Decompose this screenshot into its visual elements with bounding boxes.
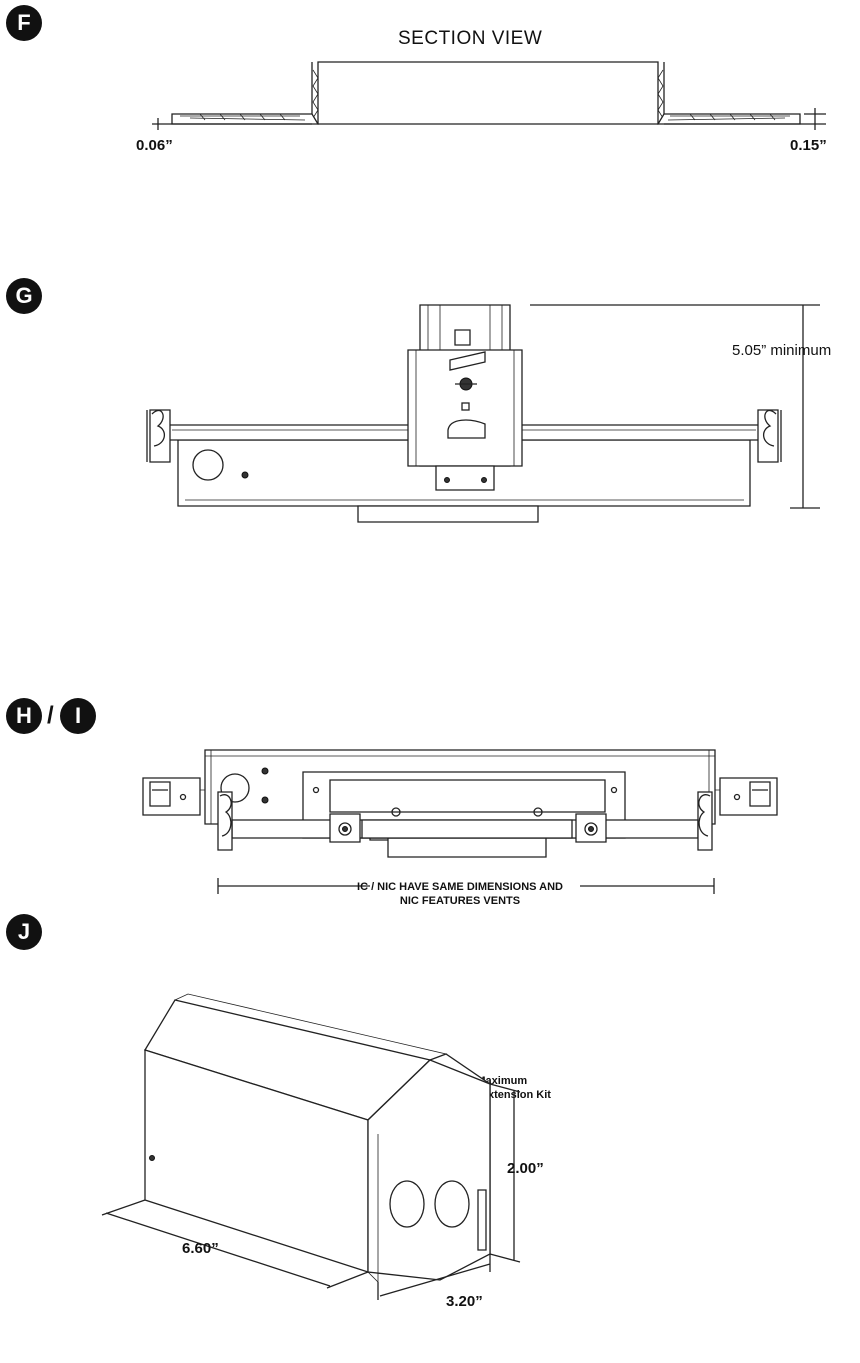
dimension-0-06: 0.06” bbox=[136, 137, 173, 154]
dimension-6-60: 6.60” bbox=[182, 1240, 219, 1257]
ic-nic-note-line-1: IC / NIC HAVE SAME DIMENSIONS AND bbox=[357, 881, 563, 893]
ic-nic-note-line-2: NIC FEATURES VENTS bbox=[399, 895, 521, 907]
view-label-i: I bbox=[60, 698, 96, 734]
section-view-drawing bbox=[152, 61, 826, 130]
label-separator: / bbox=[47, 702, 54, 729]
view-hi-end-drawing bbox=[217, 771, 715, 894]
dimension-3-20: 3.20” bbox=[446, 1293, 483, 1310]
dimension-2-00: 2.00” bbox=[507, 1160, 544, 1177]
view-label-h: H bbox=[6, 698, 42, 734]
section-view-title: SECTION VIEW bbox=[398, 28, 543, 49]
view-g-drawing bbox=[146, 304, 820, 523]
dimension-5-05-minimum: 5.05” minimum bbox=[732, 342, 832, 359]
view-label-g: G bbox=[6, 278, 42, 314]
dimension-0-15: 0.15” bbox=[790, 137, 827, 154]
view-label-f: F bbox=[6, 5, 42, 41]
ic-nic-note: IC / NIC HAVE SAME DIMENSIONS AND NIC FE… bbox=[330, 880, 590, 908]
view-label-j: J bbox=[6, 914, 42, 950]
